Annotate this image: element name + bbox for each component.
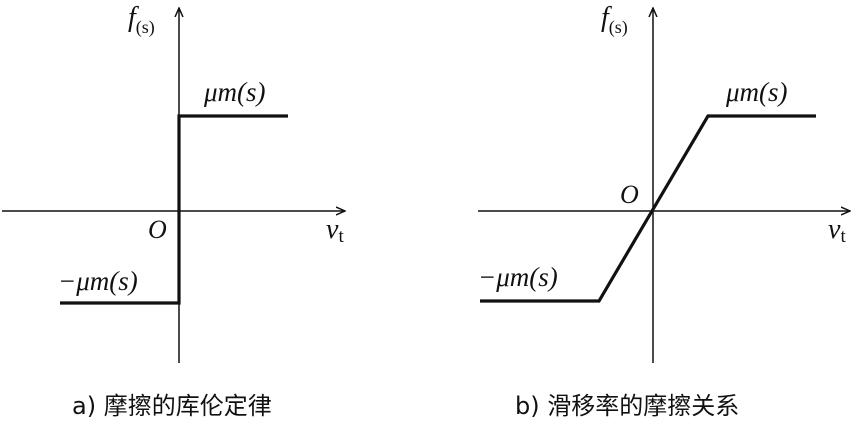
panel-b-lower-level-label: −μm(s) [478,262,558,292]
panel-b-y-label: f(s) [601,2,628,38]
panel-a-caption: a) 摩擦的库伦定律 [72,392,272,420]
panel-a-lower-level-label: −μm(s) [58,266,138,296]
panel-a-coulomb-curve [60,114,288,305]
panel-b-x-label: vt [828,214,846,247]
panel-b-caption: b) 滑移率的摩擦关系 [515,392,739,420]
panel-a-x-label: vt [326,214,344,247]
panel-b: f(s) vt O μm(s) −μm(s) b) 滑移率的摩擦关系 [478,2,850,420]
panel-a: f(s) vt O μm(s) −μm(s) a) 摩擦的库伦定律 [2,2,345,420]
panel-a-origin-label: O [148,215,167,244]
panel-a-y-label: f(s) [128,2,155,38]
panel-b-upper-level-label: μm(s) [725,77,788,107]
panel-a-upper-level-label: μm(s) [203,77,266,107]
panel-b-origin-label: O [620,180,639,209]
panel-b-slip-curve [480,114,816,303]
